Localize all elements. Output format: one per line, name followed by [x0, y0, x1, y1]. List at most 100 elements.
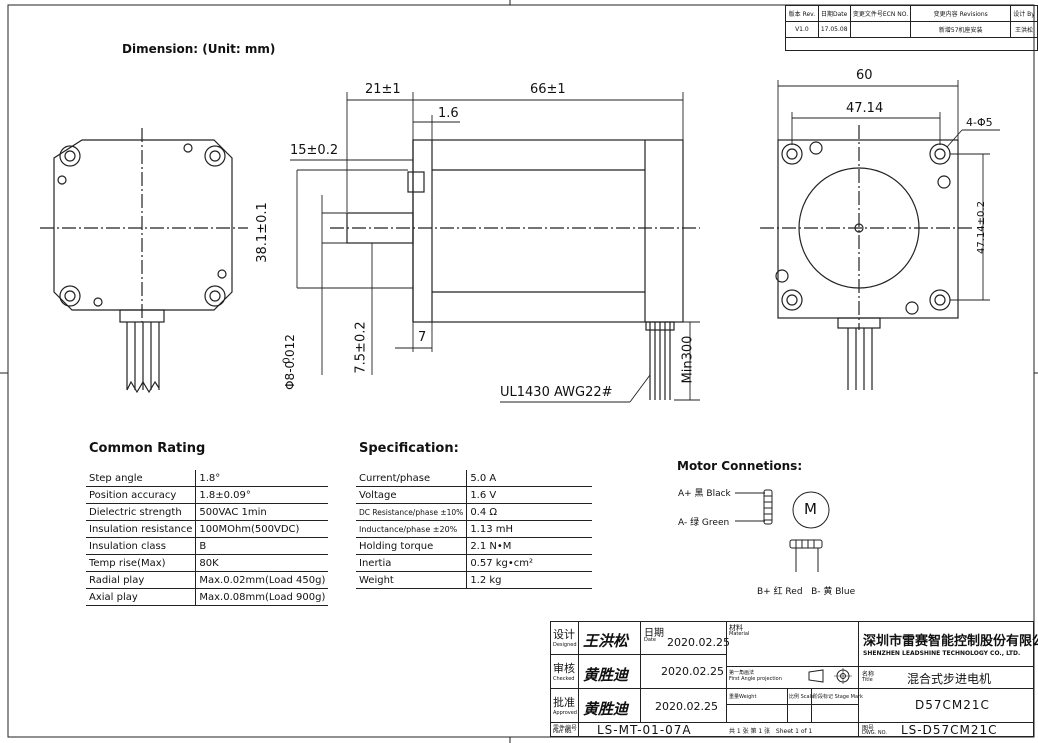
date-designed: 2020.02.25: [667, 636, 730, 649]
designer-signature: 王洪松: [583, 632, 629, 650]
date-approved: 2020.02.25: [655, 700, 718, 713]
projection-label: 第一角画法: [729, 670, 755, 676]
rev-header-revisions: 变更内容 Revisions: [910, 5, 1012, 22]
stage-label: 阶段标记 Stage Mark: [813, 694, 863, 700]
spec-label: Inertia: [356, 554, 468, 572]
rating-label: Dielectric strength: [86, 503, 197, 521]
rating-label: Insulation class: [86, 537, 197, 555]
designed-label-en: Designed: [553, 642, 577, 648]
checked-label-en: Checked: [553, 676, 575, 682]
dwg-label-en: DWG. NO.: [862, 730, 887, 736]
rev-ecn: [849, 21, 912, 38]
company-name: 深圳市雷赛智能控制股份有限公司: [863, 634, 1038, 649]
back-view: [40, 128, 248, 394]
rev-description: 新增57机座安装: [910, 21, 1012, 38]
spec-value: 0.57 kg•cm²: [466, 554, 592, 572]
dim-7-5: 7.5±0.2: [353, 321, 369, 374]
spec-value: 1.2 kg: [466, 571, 592, 589]
rev-header-rev: 版本 Rev.: [785, 5, 819, 22]
dim-holes: 4-Φ5: [966, 116, 993, 129]
cable-spec: UL1430 AWG22#: [500, 385, 613, 400]
rating-value: 100MOhm(500VDC): [195, 520, 329, 538]
rev-header-by: 设计 By: [1010, 5, 1038, 22]
weight-label: 重量Weight: [729, 694, 757, 700]
dwg-label: 图号: [862, 725, 875, 732]
rating-label: Step angle: [86, 470, 197, 487]
common-rating-title: Common Rating: [89, 441, 206, 456]
table-row: Inductance/phase ±20%1.13 mH: [356, 520, 592, 538]
spec-value: 0.4 Ω: [466, 503, 592, 521]
table-row: DC Resistance/phase ±10%0.4 Ω: [356, 503, 592, 521]
projection-symbol-icon: [808, 668, 852, 684]
rating-label: Position accuracy: [86, 486, 197, 504]
connection-schematic: [735, 489, 830, 572]
company-name-en: SHENZHEN LEADSHINE TECHNOLOGY CO., LTD.: [863, 650, 1021, 657]
spec-label: Inductance/phase ±20%: [356, 520, 468, 538]
date-checked: 2020.02.25: [661, 665, 724, 678]
front-view: [760, 125, 975, 390]
designed-label: 设计: [553, 628, 575, 641]
rev-designer: 王洪松: [1010, 21, 1038, 38]
dim-66: 66±1: [530, 82, 566, 97]
product-title: 混合式步进电机: [907, 672, 992, 686]
dim-47-14: 47.14: [846, 101, 884, 116]
spec-label: Weight: [356, 571, 468, 589]
dim-7: 7: [418, 330, 427, 345]
rev-header-ecn: 变更文件号ECN NO.: [849, 5, 912, 22]
rating-value: 1.8±0.09°: [195, 486, 329, 504]
dim-min300: Min300: [680, 335, 696, 384]
rating-label: Axial play: [86, 588, 197, 606]
revision-table: 版本 Rev. 日期Date 变更文件号ECN NO. 变更内容 Revisio…: [785, 5, 1038, 51]
rating-value: Max.0.02mm(Load 450g): [195, 571, 329, 589]
specification-title: Specification:: [359, 441, 459, 456]
wire-b-labels: B+ 红 Red B- 黄 Blue: [757, 587, 856, 597]
rating-label: Radial play: [86, 571, 197, 589]
partno-label-en: Part No.: [553, 729, 573, 735]
approver-signature: 黄胜迪: [583, 700, 629, 718]
dim-8: Φ8-0.012: [282, 334, 297, 390]
drawing-number: LS-D57CM21C: [901, 723, 998, 737]
side-view: [330, 139, 700, 400]
spec-label: Current/phase: [356, 470, 468, 487]
title-block: 设计 Designed 审核 Checked 批准 Approved 零件编号 …: [550, 621, 1038, 737]
dim-15: 15±0.2: [290, 143, 339, 158]
rating-value: 1.8°: [195, 470, 329, 487]
spec-value: 5.0 A: [466, 470, 592, 487]
spec-value: 2.1 N•M: [466, 537, 592, 555]
dim-60: 60: [856, 68, 873, 83]
front-dimensions: [777, 80, 1000, 301]
rev-date: 17.05.08: [817, 21, 851, 38]
sheet-info: 共 1 张 第 1 张 Sheet 1 of 1: [729, 728, 813, 735]
dim-38-1: 38.1±0.1: [254, 202, 270, 263]
motor-symbol: [792, 491, 830, 529]
date-label: 日期: [644, 628, 664, 639]
table-row: Temp rise(Max)80K: [86, 554, 329, 572]
side-dimensions: [290, 92, 700, 403]
dim-1-6: 1.6: [438, 106, 459, 121]
rev-value: V1.0: [785, 21, 819, 38]
part-number: LS-MT-01-07A: [597, 723, 692, 737]
spec-value: 1.13 mH: [466, 520, 592, 538]
wire-a-minus: A- 绿 Green: [678, 518, 730, 528]
approved-label: 批准: [553, 696, 575, 709]
motor-connections-title: Motor Connetions:: [677, 459, 803, 473]
title-label: 名称: [862, 671, 875, 678]
motor-label: M: [804, 500, 817, 518]
spec-label: DC Resistance/phase ±10%: [356, 503, 468, 521]
spec-label: Holding torque: [356, 537, 468, 555]
rev-header-date: 日期Date: [817, 5, 851, 22]
rating-value: B: [195, 537, 329, 555]
scale-label: 比例 Scale: [789, 694, 815, 700]
dimension-title: Dimension: (Unit: mm): [122, 42, 276, 56]
